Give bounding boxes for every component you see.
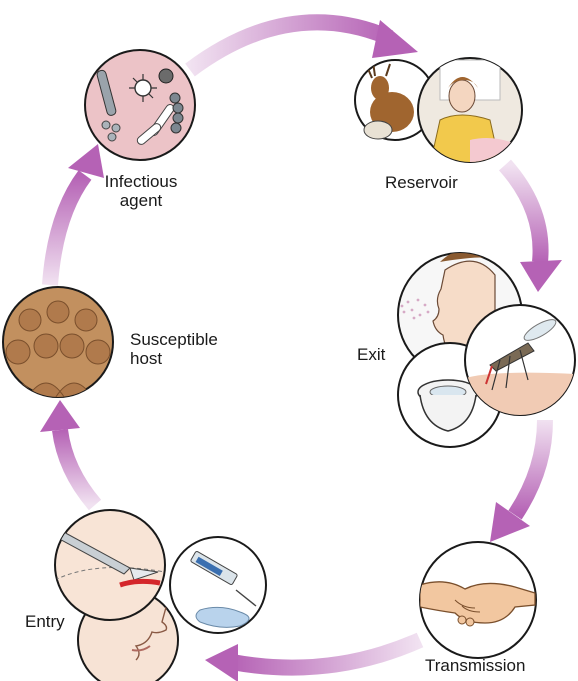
- crowd-icon: [0, 287, 118, 400]
- arrow-head-top: [372, 20, 418, 58]
- arrow-transmission-to-entry: [232, 640, 420, 668]
- arrow-entry-to-host: [60, 430, 95, 505]
- arrow-host-to-agent: [50, 175, 85, 285]
- arrow-head-left-upper: [68, 144, 104, 178]
- entry-label: Entry: [25, 612, 65, 631]
- infectious-agent-label-line1: Infectious: [102, 172, 180, 191]
- scalpel-icon: [54, 510, 165, 620]
- arrow-head-bottom: [205, 644, 238, 681]
- arrow-reservoir-to-exit: [505, 165, 541, 262]
- patient-icon: [418, 58, 522, 176]
- exit-label: Exit: [357, 345, 385, 364]
- reservoir-label: Reservoir: [385, 173, 458, 192]
- infectious-agent-label-line2: agent: [102, 191, 180, 210]
- infectious-agent-label: Infectious agent: [102, 172, 180, 210]
- transmission-label: Transmission: [425, 656, 525, 675]
- microbes-icon: [85, 50, 195, 160]
- susceptible-host-label: Susceptible host: [130, 330, 218, 368]
- susceptible-host-label-line2: host: [130, 349, 218, 368]
- cow-icon: [364, 121, 392, 139]
- handshake-icon: [420, 542, 536, 658]
- arrow-agent-to-reservoir: [190, 22, 390, 70]
- arrow-head-left-lower: [40, 400, 80, 432]
- syringe-icon: [170, 537, 266, 633]
- arrow-exit-to-transmission: [515, 420, 545, 515]
- arrow-head-right-upper: [520, 260, 562, 292]
- susceptible-host-label-line1: Susceptible: [130, 330, 218, 349]
